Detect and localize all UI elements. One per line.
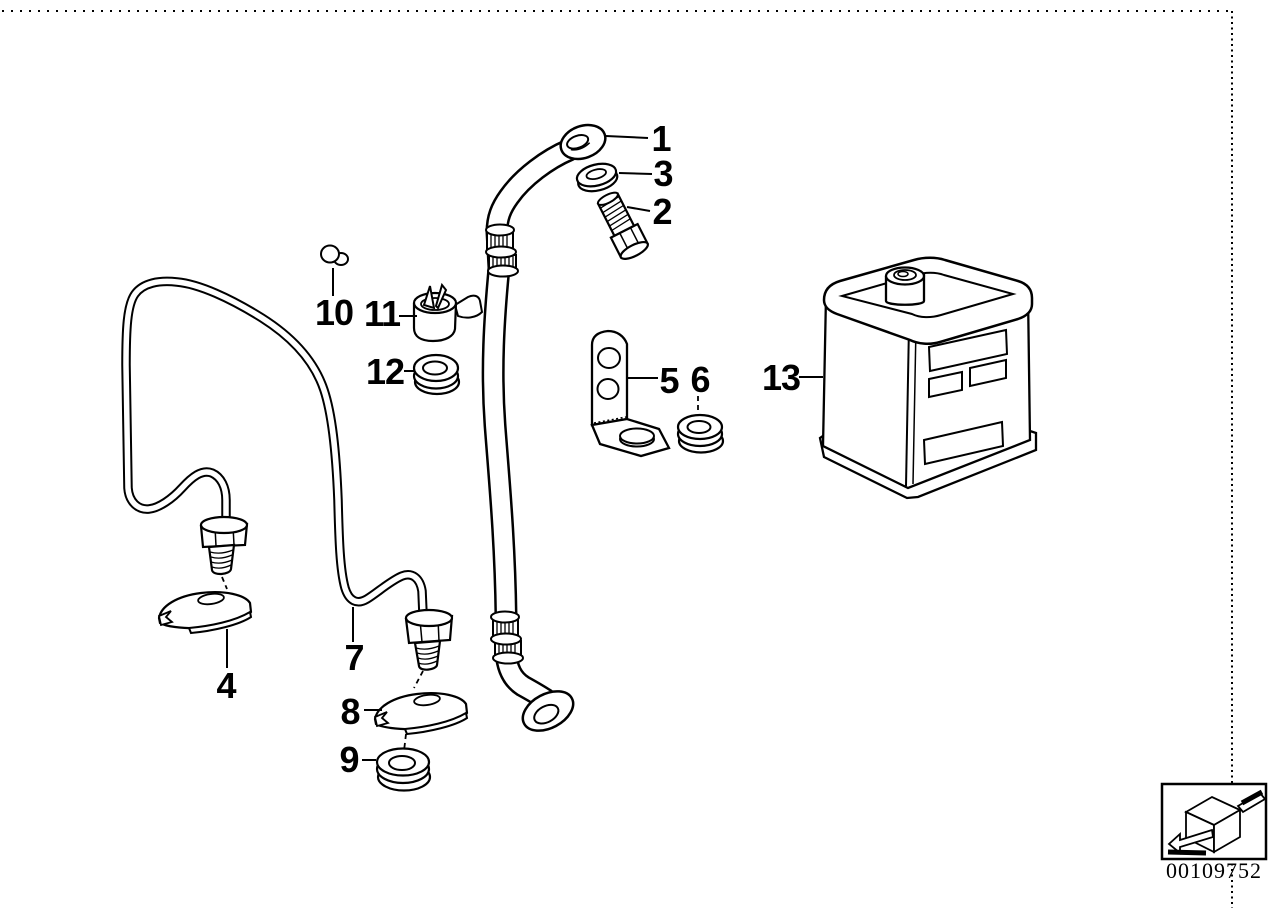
page-border xyxy=(2,10,1233,908)
callout-2[interactable]: 2 xyxy=(652,191,672,232)
callout-1[interactable]: 1 xyxy=(651,118,671,159)
part-brake-hose xyxy=(481,138,581,711)
callout-7[interactable]: 7 xyxy=(344,637,364,678)
callout-6[interactable]: 6 xyxy=(690,359,710,400)
callout-5[interactable]: 5 xyxy=(659,360,679,401)
part-clip-4 xyxy=(157,591,253,635)
callout-12[interactable]: 12 xyxy=(365,351,405,392)
part-grommet-12 xyxy=(412,353,461,396)
part-fluid-can-13 xyxy=(818,256,1038,500)
part-banjo-eye-bottom xyxy=(521,690,575,732)
callout-8[interactable]: 8 xyxy=(340,691,360,732)
part-grommet-9 xyxy=(375,747,432,792)
callout-10[interactable]: 10 xyxy=(314,292,354,333)
leader-lines xyxy=(226,135,823,761)
cube-arrow-icon xyxy=(1167,789,1267,856)
callout-4[interactable]: 4 xyxy=(216,665,236,706)
part-banjo-bolt xyxy=(596,191,650,260)
part-brake-pipe xyxy=(121,276,428,619)
part-clip-8 xyxy=(373,692,469,736)
callout-11[interactable]: 11 xyxy=(363,293,401,334)
part-grommet-6 xyxy=(676,413,725,454)
part-seal-washer xyxy=(575,162,619,193)
part-flare-nut-1 xyxy=(199,515,249,576)
hose-collar-upper xyxy=(485,223,519,278)
callout-13[interactable]: 13 xyxy=(761,357,801,398)
callout-9[interactable]: 9 xyxy=(339,739,359,780)
assembly-dashed-lines xyxy=(221,396,699,752)
stamp-box xyxy=(1160,782,1268,861)
part-banjo-union-top xyxy=(559,123,607,161)
part-bracket-5 xyxy=(590,329,671,458)
callout-3[interactable]: 3 xyxy=(653,153,673,194)
part-cap-10 xyxy=(320,244,349,266)
drawing-number: 00109752 xyxy=(1166,858,1262,883)
part-flare-nut-2 xyxy=(404,608,454,671)
part-clamp-11 xyxy=(412,282,484,343)
hose-collar-lower xyxy=(490,610,524,665)
